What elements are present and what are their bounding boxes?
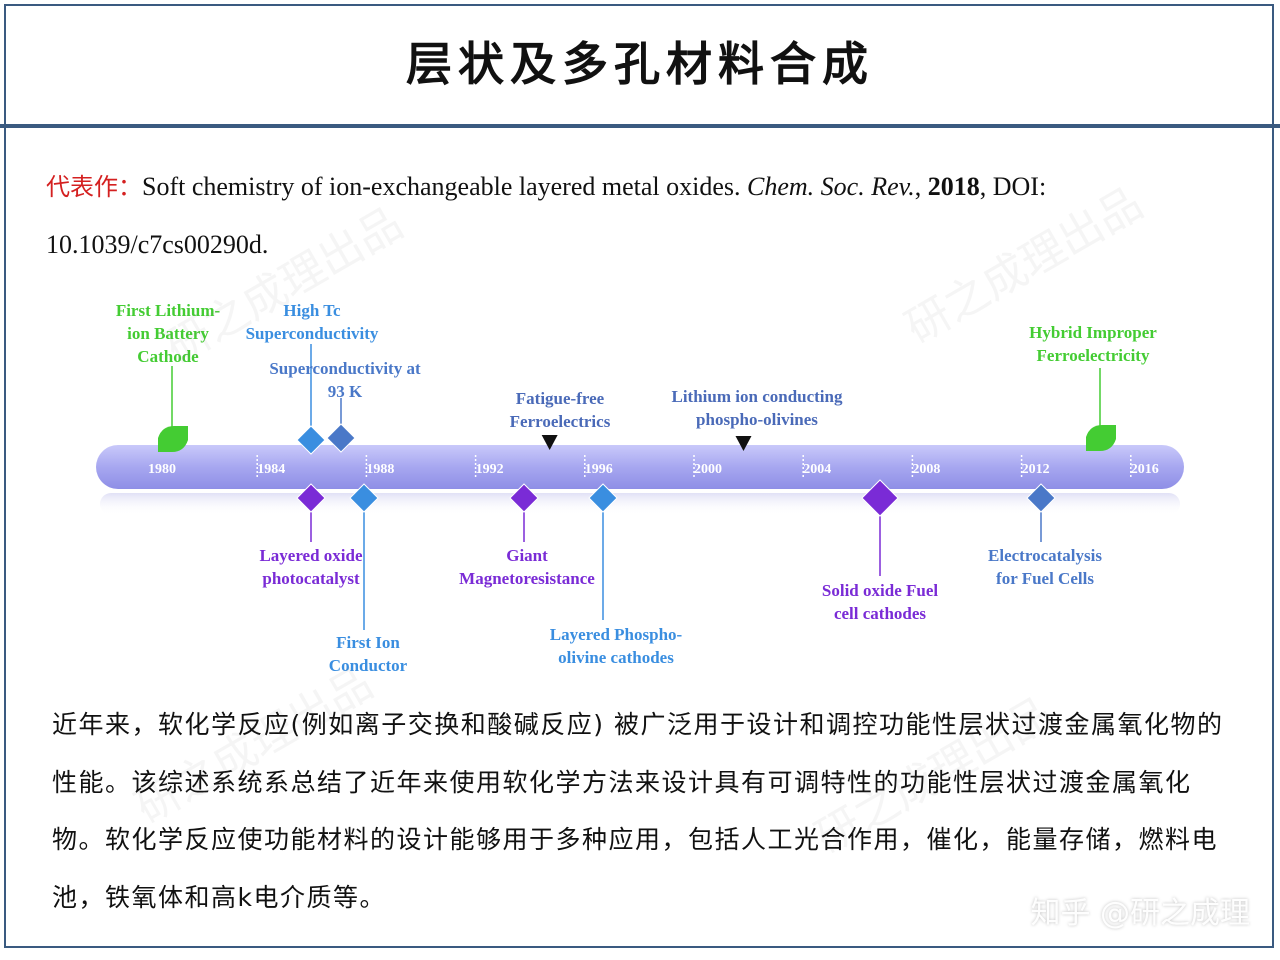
event-label: Fatigue-free bbox=[516, 389, 605, 408]
event-label: Layered oxide bbox=[259, 546, 363, 565]
year-label: 1988 bbox=[366, 462, 394, 477]
reference-citation: 代表作：Soft chemistry of ion-exchangeable l… bbox=[46, 158, 1246, 274]
diamond-marker bbox=[296, 425, 326, 455]
event-label: Hybrid Improper bbox=[1029, 323, 1157, 342]
event-label: Lithium ion conducting bbox=[672, 387, 843, 406]
event-label: Conductor bbox=[329, 656, 408, 675]
year-label: 1984 bbox=[257, 462, 285, 477]
title-divider bbox=[0, 124, 1280, 128]
event-label: First Lithium- bbox=[116, 301, 221, 320]
diamond-marker bbox=[326, 423, 356, 453]
reference-label: 代表作： bbox=[46, 173, 142, 201]
event-label: ion Battery bbox=[127, 324, 209, 343]
reference-doi: , DOI: 10.1039/c7cs00290d. bbox=[46, 172, 1047, 259]
year-label: 1992 bbox=[476, 462, 504, 477]
year-label: 2000 bbox=[694, 462, 722, 477]
leaf-marker bbox=[1086, 425, 1116, 451]
event-label: Layered Phospho- bbox=[550, 625, 683, 644]
reference-year: 2018 bbox=[927, 172, 980, 201]
reference-journal: Chem. Soc. Rev. bbox=[747, 172, 915, 201]
event-label: Ferroelectrics bbox=[510, 412, 611, 431]
event-label: Magnetoresistance bbox=[459, 569, 595, 588]
event-label: for Fuel Cells bbox=[996, 569, 1094, 588]
content-frame bbox=[4, 126, 1274, 948]
event-label: Giant bbox=[506, 546, 548, 565]
event-label: olivine cathodes bbox=[558, 648, 674, 667]
timeline-bar-reflection bbox=[100, 493, 1180, 515]
event-label: First Ion bbox=[336, 633, 400, 652]
event-label: Superconductivity at bbox=[269, 359, 421, 378]
leaf-marker bbox=[158, 426, 188, 452]
triangle-marker bbox=[735, 436, 752, 451]
event-label: 93 K bbox=[328, 382, 363, 401]
event-label: photocatalyst bbox=[262, 569, 360, 588]
event-label: cell cathodes bbox=[834, 604, 926, 623]
year-label: 1996 bbox=[585, 462, 613, 477]
event-label: Electrocatalysis bbox=[988, 546, 1102, 565]
page-title: 层状及多孔材料合成 bbox=[406, 37, 874, 91]
event-label: Ferroelectricity bbox=[1037, 346, 1150, 365]
diamond-marker bbox=[588, 483, 618, 513]
event-label: Solid oxide Fuel bbox=[822, 581, 938, 600]
summary-paragraph: 近年来，软化学反应(例如离子交换和酸碱反应) 被广泛用于设计和调控功能性层状过渡… bbox=[52, 710, 1224, 912]
event-label: High Tc bbox=[283, 301, 341, 320]
triangle-marker bbox=[541, 435, 558, 450]
diamond-marker bbox=[509, 483, 539, 513]
event-label: phospho-olivines bbox=[696, 410, 818, 429]
year-label: 2012 bbox=[1022, 462, 1050, 477]
year-label: 2008 bbox=[912, 462, 940, 477]
year-label: 1980 bbox=[148, 462, 176, 477]
event-label: Cathode bbox=[137, 347, 199, 366]
diamond-marker bbox=[861, 479, 899, 517]
diamond-marker bbox=[1026, 483, 1056, 513]
year-label: 2016 bbox=[1131, 462, 1159, 477]
year-label: 2004 bbox=[803, 462, 831, 477]
reference-title: Soft chemistry of ion-exchangeable layer… bbox=[142, 172, 748, 201]
event-label: Superconductivity bbox=[246, 324, 379, 343]
diamond-marker bbox=[296, 483, 326, 513]
zhihu-watermark: 知乎 @研之成理 bbox=[1030, 896, 1250, 931]
diamond-marker bbox=[349, 483, 379, 513]
milestone-timeline: 1980 1984 1988 1992 1996 2000 2004 2008 2012 2016… bbox=[96, 301, 1184, 675]
reference-separator: , bbox=[914, 172, 928, 201]
